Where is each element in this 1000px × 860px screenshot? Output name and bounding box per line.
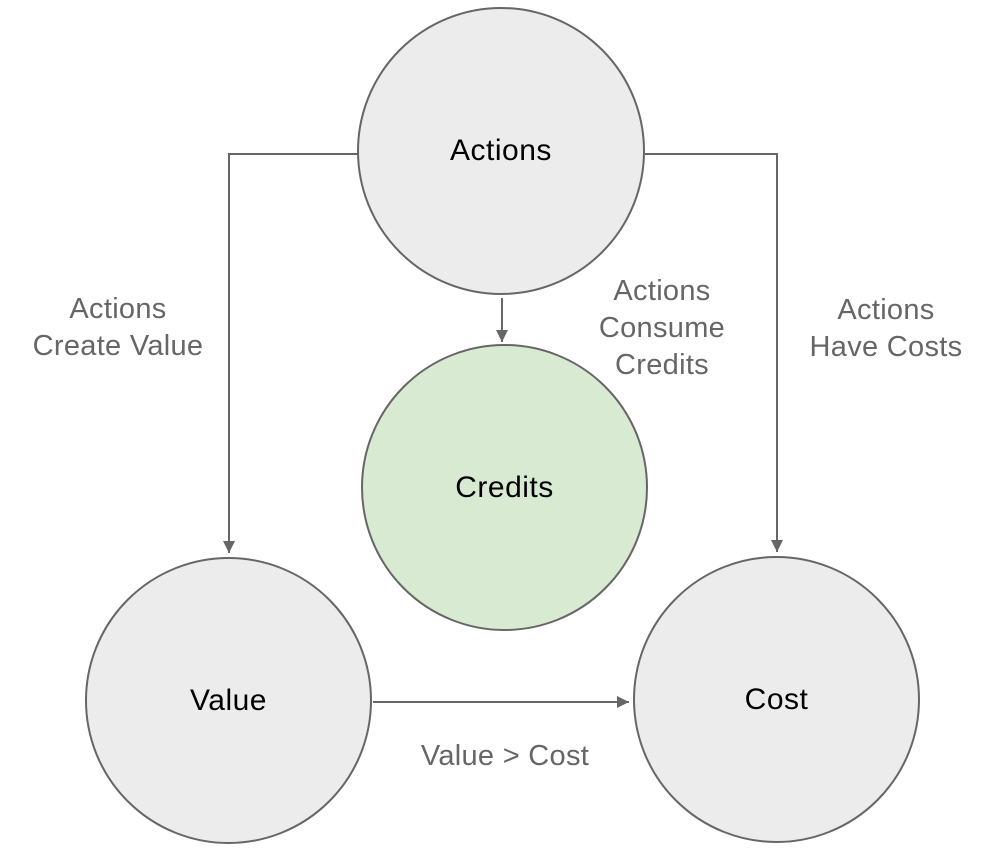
edge-label-value-greater-cost: Value > Cost	[420, 740, 590, 772]
node-value-label: Value	[189, 683, 267, 717]
edge-actions-to-cost	[645, 153, 783, 552]
edge-label-actions-consume-credits: Actions Consume Credits	[598, 275, 726, 381]
node-actions: Actions	[357, 7, 645, 295]
edge-label-actions-have-costs: Actions Have Costs	[809, 294, 963, 363]
node-cost-label: Cost	[744, 682, 809, 716]
edge-actions-to-value	[223, 153, 360, 553]
node-value: Value	[85, 557, 372, 844]
node-credits: Credits	[361, 344, 648, 631]
node-cost: Cost	[633, 556, 920, 843]
node-credits-label: Credits	[455, 470, 554, 504]
edge-label-actions-create-value: Actions Create Value	[32, 293, 204, 362]
node-actions-label: Actions	[450, 134, 552, 167]
